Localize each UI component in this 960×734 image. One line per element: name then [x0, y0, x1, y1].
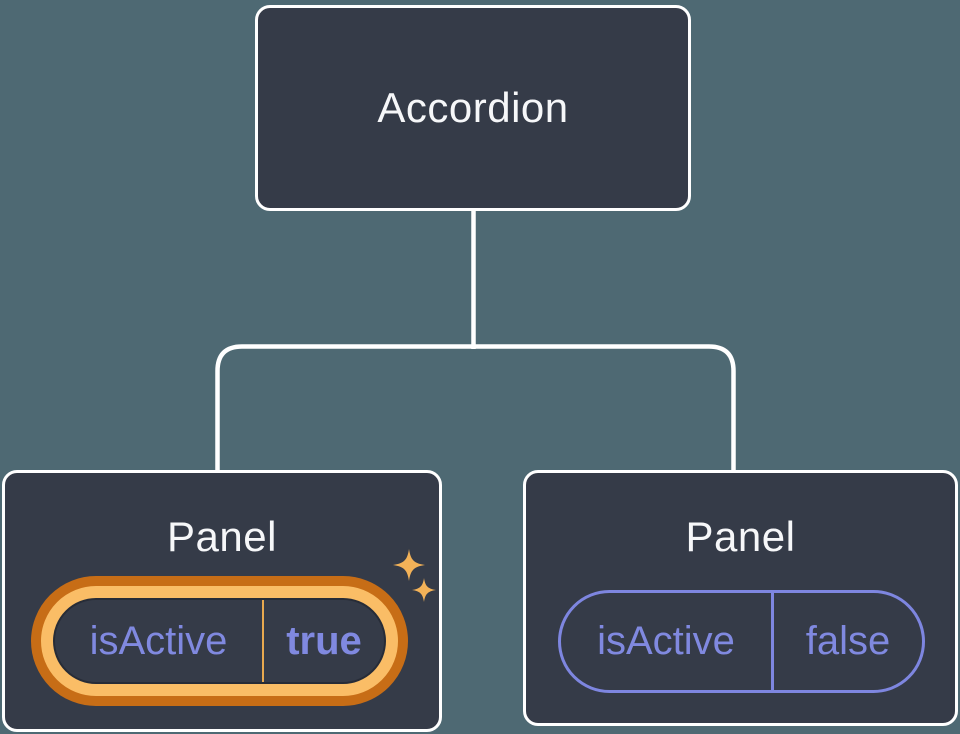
- panel-title: Panel: [685, 513, 796, 560]
- prop-pill-inactive: isActive false: [558, 590, 925, 693]
- prop-key-segment: isActive: [55, 600, 262, 682]
- panel-node-inactive: Panel isActive false: [523, 470, 958, 726]
- sparkles-icon: [393, 549, 436, 602]
- prop-value-segment: true: [264, 600, 384, 682]
- pill-divider: [262, 600, 264, 682]
- prop-value-label: true: [286, 618, 362, 663]
- prop-value-label: false: [805, 619, 891, 663]
- prop-key-segment: isActive: [561, 593, 771, 690]
- accordion-node: Accordion: [255, 5, 691, 211]
- prop-value-segment: false: [774, 593, 922, 690]
- panel-node-active: Panel isActive true: [2, 470, 442, 732]
- prop-key-label: isActive: [89, 618, 228, 663]
- panel-title: Panel: [167, 513, 277, 560]
- connector-branch: [215, 344, 736, 472]
- accordion-node-title: Accordion: [377, 84, 569, 131]
- sparkle-small: [412, 578, 436, 602]
- sparkle-large: [393, 549, 425, 581]
- prop-key-label: isActive: [597, 619, 735, 663]
- prop-pill-active: isActive true: [31, 576, 408, 706]
- prop-pill-inner: isActive true: [53, 598, 386, 684]
- pill-divider: [771, 593, 774, 690]
